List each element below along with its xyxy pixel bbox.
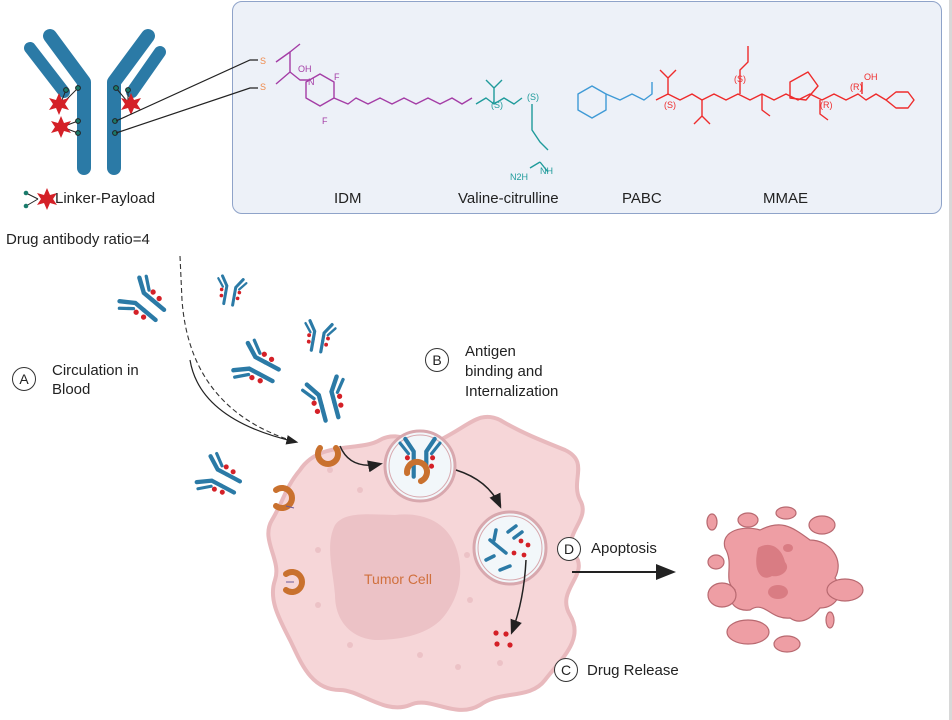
stereo-label: (S) [664,100,676,110]
atom-nh2: N2H [510,172,528,182]
dar-label: Drug antibody ratio=4 [6,231,150,248]
endosome-internalization [383,429,457,503]
step-c-label: Drug Release [587,662,679,679]
payload-star [51,116,71,138]
antibody-bound [302,375,353,424]
circulation-arrow [179,255,297,443]
stereo-label: (S) [527,92,539,102]
segment-label-mmae: MMAE [763,190,808,207]
segment-label-pabc: PABC [622,190,662,207]
segment-label-idm: IDM [334,190,362,207]
atom-labels: S S OH F F N (S) (S) NH N2H (S) (S) (R) … [260,56,878,182]
payload-star [121,93,141,115]
nucleus [330,514,461,640]
step-c-badge: C [554,658,578,682]
antibody-large [24,29,258,175]
lysosome-degradation [472,510,548,586]
step-b-line1: Antigen [465,343,516,360]
antibody-circulating [299,318,338,356]
step-a-badge: A [12,367,36,391]
atom-f: F [322,116,328,126]
atom-f: F [334,72,340,82]
step-d-badge: D [557,537,581,561]
antibody-circulating [212,273,249,309]
linker-payload-structure-panel: IDM Valine-citrulline PABC MMAE [232,1,942,214]
chemical-structure [275,43,915,173]
antibody-circulating [231,338,286,393]
atom-oh: OH [864,72,878,82]
step-a-line1: Circulation in [52,362,139,379]
tumor-cell-label: Tumor Cell [364,571,432,587]
stereo-label: (S) [734,74,746,84]
step-b-line2: binding and [465,363,543,380]
page-edge [949,0,952,720]
cell-dots [315,467,503,670]
apoptotic-cell [706,506,864,653]
atom-s: S [260,56,266,66]
atom-n: N [308,77,315,87]
atom-oh: OH [298,64,312,74]
stereo-label: (R) [850,82,863,92]
stereo-label: (R) [820,100,833,110]
step-a-line2: Blood [52,381,91,398]
antibody-circulating [194,452,246,505]
linker-payload-legend-label: Linker-Payload [55,190,156,207]
antibody-circulating [116,273,173,330]
step-b-badge: B [425,348,449,372]
step-b-line3: Internalization [465,383,559,400]
step-d-label: Apoptosis [591,540,657,557]
segment-label-valine-citrulline: Valine-citrulline [458,190,559,207]
atom-s: S [260,82,266,92]
linker-payload-legend-icon [23,188,57,210]
atom-nh: NH [540,166,553,176]
released-payload [493,630,513,648]
stereo-label: (S) [491,100,503,110]
